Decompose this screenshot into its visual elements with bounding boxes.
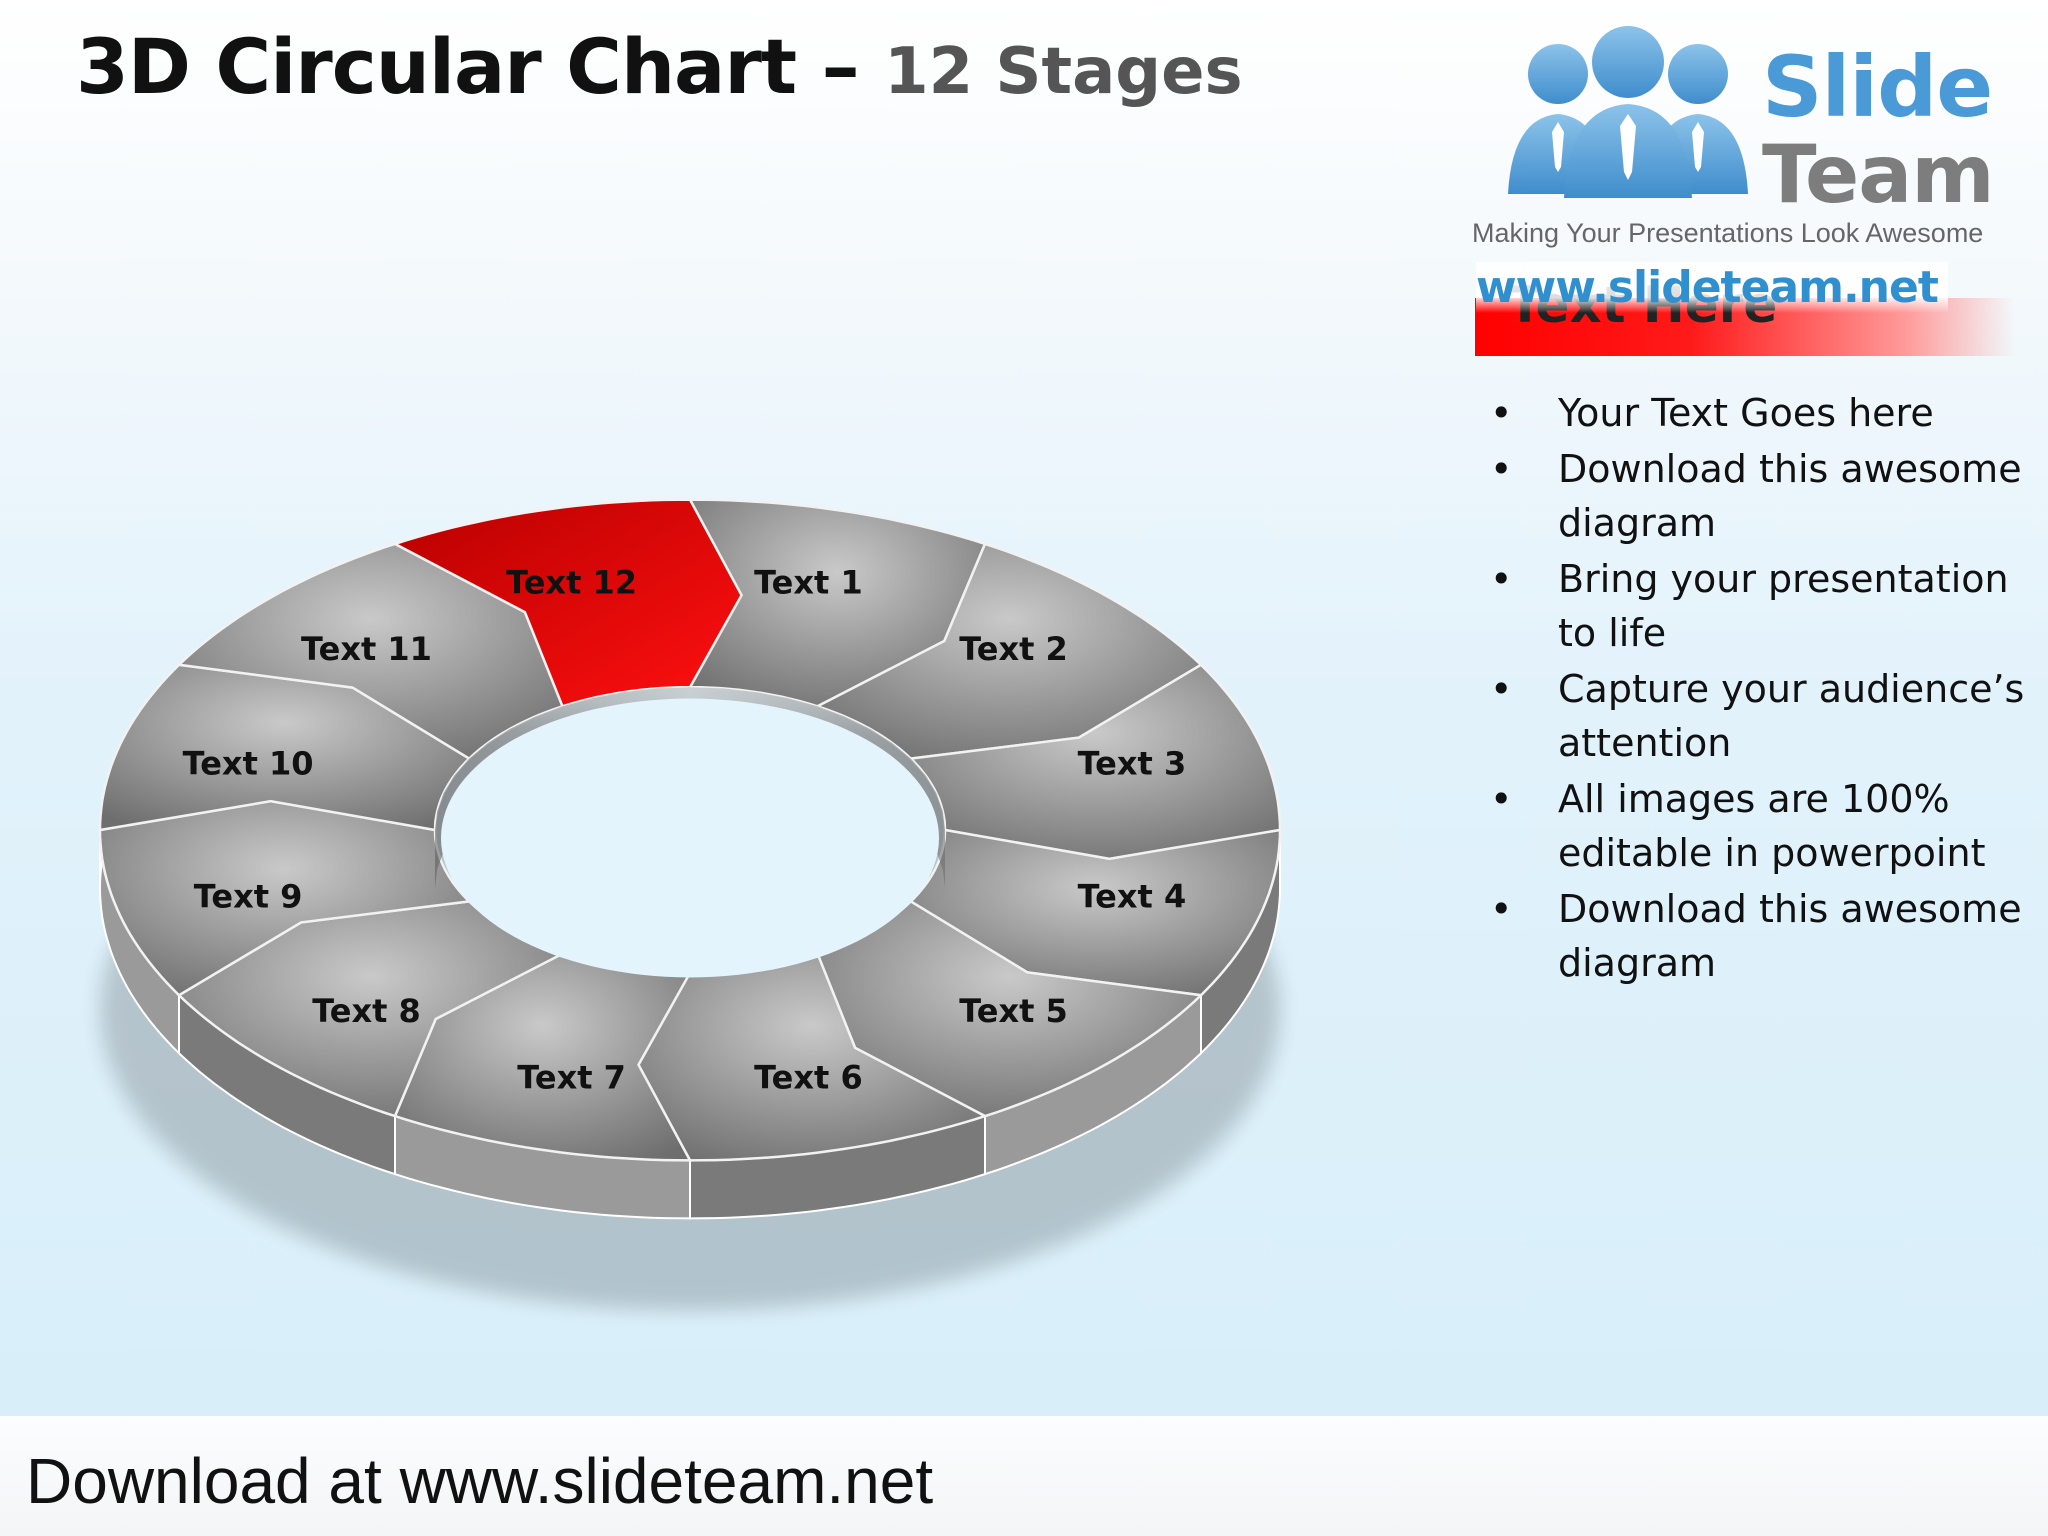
- slide-title: 3D Circular Chart – 12 Stages: [76, 22, 1243, 111]
- footer-download-link[interactable]: Download at www.slideteam.net: [26, 1445, 934, 1517]
- stage-label-8: Text 8: [312, 992, 421, 1030]
- stage-label-7: Text 7: [517, 1059, 626, 1097]
- footer-bar: Download at www.slideteam.net: [0, 1416, 2048, 1536]
- logo-word-slide: Slide: [1762, 38, 1993, 136]
- bullet-item: Bring your presentation to life: [1490, 552, 2030, 660]
- stage-label-5: Text 5: [959, 992, 1068, 1030]
- slide-title-main: 3D Circular Chart –: [76, 22, 860, 111]
- bullet-item: Download this awesome diagram: [1490, 442, 2030, 550]
- bullet-list: Your Text Goes here Download this awesom…: [1490, 386, 2030, 992]
- stage-label-3: Text 3: [1078, 745, 1187, 783]
- slide-title-sub: 12 Stages: [884, 35, 1243, 109]
- stage-label-11: Text 11: [301, 630, 432, 668]
- ring-labels: Text 1 Text 2 Text 3 Text 4 Text 5 Text 6 Text…: [183, 564, 1187, 1097]
- circular-12-stage-diagram: Text 1 Text 2 Text 3 Text 4 Text 5 Text 6 Text…: [98, 498, 1282, 1310]
- bullet-item: All images are 100% editable in powerpoi…: [1490, 772, 2030, 880]
- ring-top-segments: [98, 498, 1282, 1162]
- bullet-item: Your Text Goes here: [1490, 386, 2030, 440]
- stage-label-6: Text 6: [754, 1059, 863, 1097]
- stage-label-9: Text 9: [194, 877, 303, 915]
- bullet-item: Capture your audience’s attention: [1490, 662, 2030, 770]
- ring-center-hole: [441, 698, 939, 978]
- stage-label-10: Text 10: [183, 745, 314, 783]
- stage-label-4: Text 4: [1078, 877, 1187, 915]
- stage-label-2: Text 2: [959, 630, 1068, 668]
- people-group-icon: [1508, 26, 1748, 198]
- stage-label-12: Text 12: [506, 564, 637, 602]
- stage-label-1: Text 1: [754, 564, 863, 602]
- bullet-item: Download this awesome diagram: [1490, 882, 2030, 990]
- slideteam-logo[interactable]: Slide Team Making Your Presentations Loo…: [1470, 20, 2030, 320]
- logo-word-team: Team: [1762, 128, 1995, 221]
- logo-tagline: Making Your Presentations Look Awesome: [1472, 218, 1984, 248]
